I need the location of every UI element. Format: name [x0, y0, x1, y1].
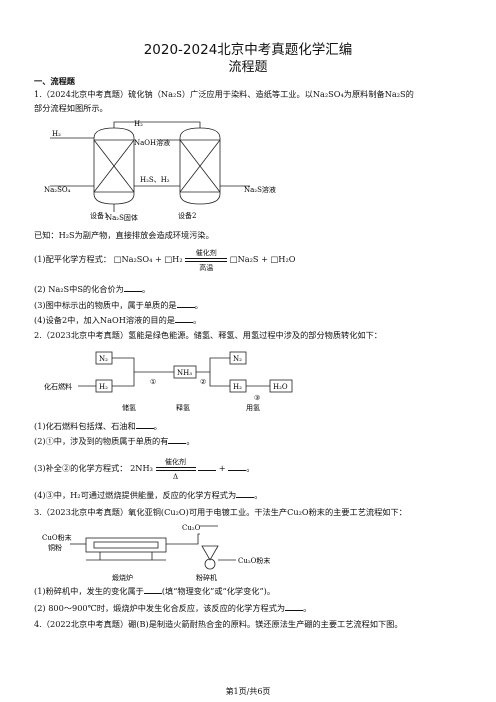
q2-label-h2o: H₂O — [273, 383, 288, 391]
q2-part3-answer-blank-2[interactable] — [228, 462, 247, 471]
q1-label-na2so4: Na₂SO₄ — [44, 186, 71, 194]
q3-part2-text: (2) 800～900℃时，煅烧炉中发生化合反应，该反应的化学方程式为 — [34, 603, 286, 613]
q2-stem: 2.（2023北京中考真题）氢能是绿色能源。储氢、释氢、用氢过程中涉及的部分物质… — [34, 330, 382, 340]
q3-label-mill: 粉碎机 — [196, 573, 217, 582]
q3-flow-diagram: Cu₂O CuO粉末 铜粉 煅烧炉 粉碎机 Cu₂O粉末 — [42, 524, 270, 582]
q2-part4: (4)③中，H₂可通过燃烧提供能量，反应的化学方程式为。 — [34, 489, 263, 500]
q2-label-h2-left: H₂ — [99, 383, 108, 391]
q3-part1: (1)粉碎机中，发生的变化属于 (填“物理变化”或“化学变化”)。 — [34, 585, 275, 597]
q2-part4-answer-blank[interactable] — [236, 489, 255, 498]
q1-label-device2: 设备2 — [178, 211, 196, 220]
q2-part3-answer-blank-1[interactable] — [198, 462, 217, 471]
doc-title: 2020-2024北京中考真题化学汇编 — [143, 42, 353, 58]
q3-part1-tail: (填“物理变化”或“化学变化”)。 — [161, 586, 276, 596]
q1-eq-cond-bottom: 高温 — [199, 264, 214, 272]
q1-part2-text: (2) Na₂S中S的化合价为 — [34, 284, 124, 294]
q2-part3: (3)补全②的化学方程式： 2NH₃ 催化剂 Δ + 。 — [34, 458, 255, 481]
q1-label-h2s-h2: H₂S、H₂ — [140, 176, 170, 184]
q2-part1: (1)化石燃料包括煤、石油和。 — [34, 420, 162, 431]
q2-part2: (2)①中，涉及到的物质属于单质的有。 — [34, 435, 195, 446]
q1-part4-answer-blank[interactable] — [174, 314, 193, 323]
q2-label-nh3: NH₃ — [177, 369, 192, 377]
q1-eq-arrow: 催化剂 高温 — [185, 249, 228, 272]
q1-label-h2-top: H₂ — [134, 120, 143, 128]
q1-known: 已知：H₂S为副产物，直接排放会造成环境污染。 — [34, 230, 214, 240]
q2-label-n2-right: N₂ — [233, 355, 242, 363]
q1-part3-answer-blank[interactable] — [176, 299, 195, 308]
q1-part4: (4)设备2中，加入NaOH溶液的目的是。 — [34, 314, 202, 325]
q3-part1-answer-blank[interactable] — [143, 585, 162, 594]
q2-label-fossil: 化石燃料 — [44, 382, 72, 391]
q3-label-cu2o-top: Cu₂O — [182, 524, 201, 532]
q1-stem-line2: 部分流程如图所示。 — [34, 103, 108, 113]
q2-part1-text: (1)化石燃料包括煤、石油和 — [34, 421, 136, 431]
q1-part3-text: (3)图中标示出的物质中，属于单质的是 — [34, 300, 177, 310]
q1-part2: (2) Na₂S中S的化合价为。 — [34, 283, 151, 294]
q1-stem-line1: 1.（2024北京中考真题）硫化钠（Na₂S）广泛应用于染料、造纸等工业。以Na… — [34, 89, 414, 99]
q3-label-furnace: 煅烧炉 — [112, 573, 133, 582]
q1-part2-answer-blank[interactable] — [123, 283, 142, 292]
q2-part1-answer-blank[interactable] — [135, 420, 154, 429]
q2-eq-left: 2NH₃ — [130, 463, 153, 473]
q3-part2: (2) 800～900℃时，煅烧炉中发生化合反应，该反应的化学方程式为。 — [34, 602, 312, 613]
q1-label-device1: 设备1 — [90, 211, 108, 220]
q1-part3: (3)图中标示出的物质中，属于单质的是。 — [34, 299, 203, 310]
q1-part1-label: (1)配平化学方程式： — [34, 254, 112, 264]
q2-label-step1: ① — [150, 378, 156, 386]
q1-label-na2s-solution: Na₂S溶液 — [244, 185, 276, 194]
q3-part1-text: (1)粉碎机中，发生的变化属于 — [34, 586, 144, 596]
q2-eq-cond-top: 催化剂 — [165, 458, 186, 466]
section-heading: 一、流程题 — [34, 76, 75, 86]
q2-label-h2-right: H₂ — [233, 383, 242, 391]
q2-eq-plus: + — [218, 463, 226, 473]
q1-eq-left: □Na₂SO₄ + □H₂ — [113, 254, 183, 264]
page-footer: 第1页/共6页 — [225, 687, 271, 696]
q2-label-store: 储氢 — [122, 403, 136, 412]
q1-part1: (1)配平化学方程式： □Na₂SO₄ + □H₂ 催化剂 高温 □Na₂S +… — [34, 249, 296, 272]
q1-eq-cond-top: 催化剂 — [195, 249, 217, 257]
q1-label-naoh: NaOH溶液 — [134, 138, 170, 147]
q1-flow-diagram: H₂ H₂ NaOH溶液 Na₂SO₄ H₂S、H₂ Na₂S固体 Na₂S溶液… — [44, 120, 276, 222]
q3-label-cuo: CuO粉末 — [42, 533, 72, 542]
q2-eq-arrow: 催化剂 Δ — [155, 458, 196, 481]
q1-part4-text: (4)设备2中，加入NaOH溶液的目的是 — [34, 315, 175, 325]
q2-label-release: 释氢 — [176, 403, 190, 412]
q2-label-n2-left: N₂ — [99, 355, 108, 363]
q2-eq-cond-bottom: Δ — [172, 473, 179, 481]
q3-label-cu2o-powder: Cu₂O粉末 — [238, 556, 270, 565]
q3-label-cu: 铜粉 — [48, 543, 62, 552]
q2-label-step2: ② — [200, 378, 206, 386]
q3-part2-answer-blank[interactable] — [285, 602, 304, 611]
q1-eq-right: □Na₂S + □H₂O — [229, 254, 296, 264]
q4-stem: 4.（2022北京中考真题）硼(B)是制造火箭耐热合金的原料。镁还原法生产硼的主… — [34, 619, 403, 629]
q2-flow-diagram: N₂ H₂ 化石燃料 NH₃ N₂ H₂ H₂O ① ② ③ 储氢 释氢 用氢 — [44, 351, 293, 412]
q2-label-use: 用氢 — [246, 403, 260, 412]
q2-label-step3: ③ — [254, 394, 260, 402]
q1-label-h2-left: H₂ — [52, 130, 61, 138]
q3-stem: 3.（2023北京中考真题）氧化亚铜(Cu₂O)可用于电镀工业。干法生产Cu₂O… — [34, 507, 407, 517]
doc-subtitle: 流程题 — [228, 60, 268, 75]
q2-part2-answer-blank[interactable] — [168, 435, 187, 444]
q2-part4-text: (4)③中，H₂可通过燃烧提供能量，反应的化学方程式为 — [34, 490, 237, 500]
q2-part2-text: (2)①中，涉及到的物质属于单质的有 — [34, 436, 169, 446]
q1-label-na2s-solid: Na₂S固体 — [106, 213, 138, 222]
q2-part3-label: (3)补全②的化学方程式： — [34, 463, 128, 473]
